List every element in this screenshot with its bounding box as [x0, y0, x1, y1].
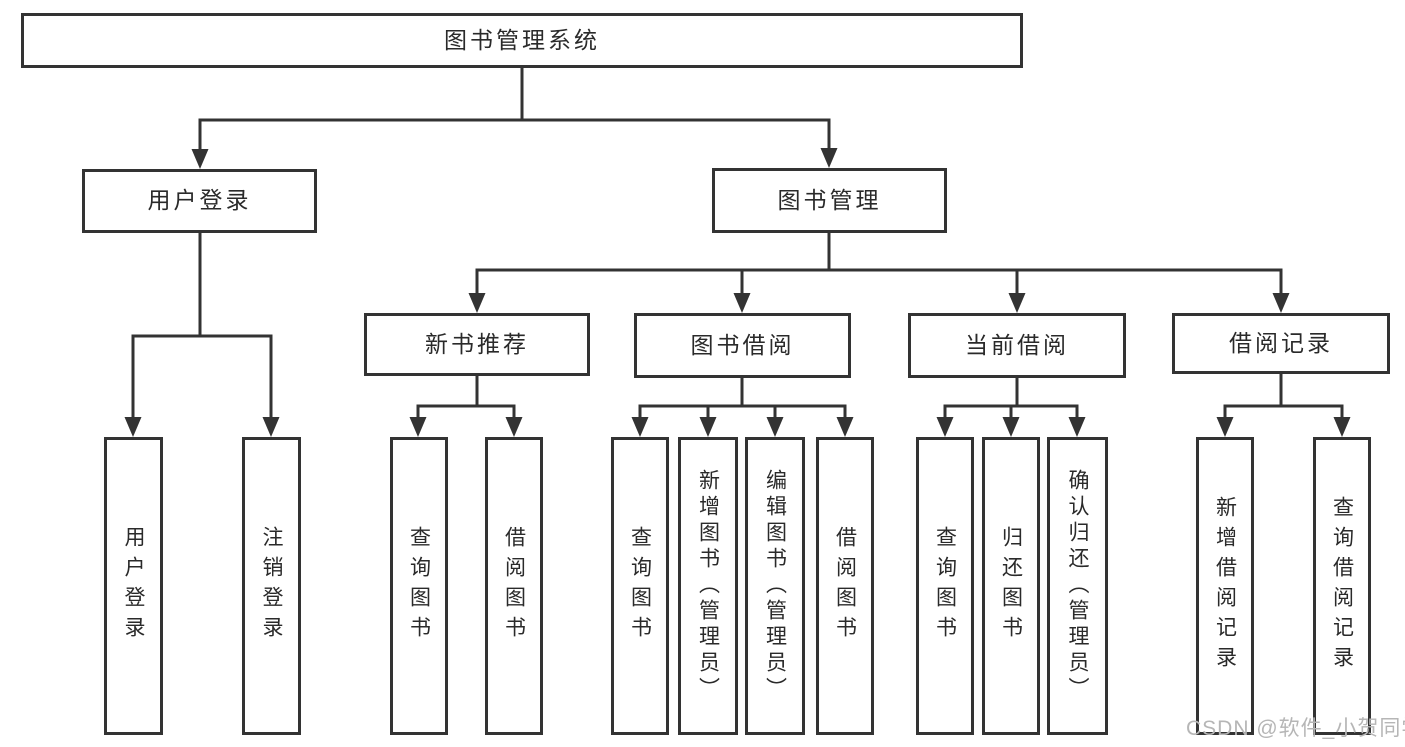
node-label: 图书管理	[777, 186, 882, 213]
node-borrowing-records: 借阅记录	[1172, 313, 1390, 374]
node-new-book-recommend: 新书推荐	[364, 313, 590, 376]
leaf-confirm-return-admin: 确认归还（管理员）	[1047, 437, 1108, 735]
node-label: 查询借阅记录	[1330, 496, 1354, 676]
node-book-borrowing: 图书借阅	[634, 313, 851, 378]
leaf-logout: 注销登录	[242, 437, 301, 735]
watermark: CSDN @软件_小贺同学	[1186, 717, 1405, 740]
node-label: 注销登录	[260, 526, 283, 646]
leaf-borrow-books: 借阅图书	[816, 437, 874, 735]
node-label: 确认归还（管理员）	[1066, 469, 1089, 703]
leaf-query-books-recommend: 查询图书	[390, 437, 448, 735]
leaf-query-borrow-record: 查询借阅记录	[1313, 437, 1371, 735]
leaf-user-login: 用户登录	[104, 437, 163, 735]
node-label: 图书借阅	[690, 331, 795, 358]
node-book-management: 图书管理	[712, 168, 947, 233]
leaf-add-borrow-record: 新增借阅记录	[1196, 437, 1254, 735]
node-label: 新增借阅记录	[1213, 496, 1237, 676]
node-label: 新书推荐	[425, 330, 529, 357]
node-label: 编辑图书（管理员）	[763, 469, 787, 703]
node-label: 用户登录	[122, 526, 145, 646]
node-label: 用户登录	[147, 187, 252, 214]
node-label: 借阅图书	[833, 526, 857, 646]
node-label: 查询图书	[933, 526, 957, 646]
node-label: 图书管理系统	[444, 26, 600, 53]
node-label: 查询图书	[628, 526, 652, 646]
node-label: 新增图书（管理员）	[696, 469, 720, 703]
leaf-query-books-current: 查询图书	[916, 437, 974, 735]
node-user-login: 用户登录	[82, 169, 317, 233]
leaf-borrow-books-recommend: 借阅图书	[485, 437, 543, 735]
node-label: 查询图书	[407, 526, 431, 646]
node-label: 当前借阅	[965, 331, 1069, 358]
node-library-system: 图书管理系统	[21, 13, 1023, 68]
leaf-query-books-borrow: 查询图书	[611, 437, 669, 735]
node-current-borrowing: 当前借阅	[908, 313, 1126, 378]
leaf-add-book-admin: 新增图书（管理员）	[678, 437, 738, 735]
node-label: 借阅图书	[502, 526, 526, 646]
leaf-edit-book-admin: 编辑图书（管理员）	[745, 437, 805, 735]
node-label: 归还图书	[999, 526, 1023, 646]
node-label: 借阅记录	[1229, 329, 1333, 356]
leaf-return-book: 归还图书	[982, 437, 1040, 735]
